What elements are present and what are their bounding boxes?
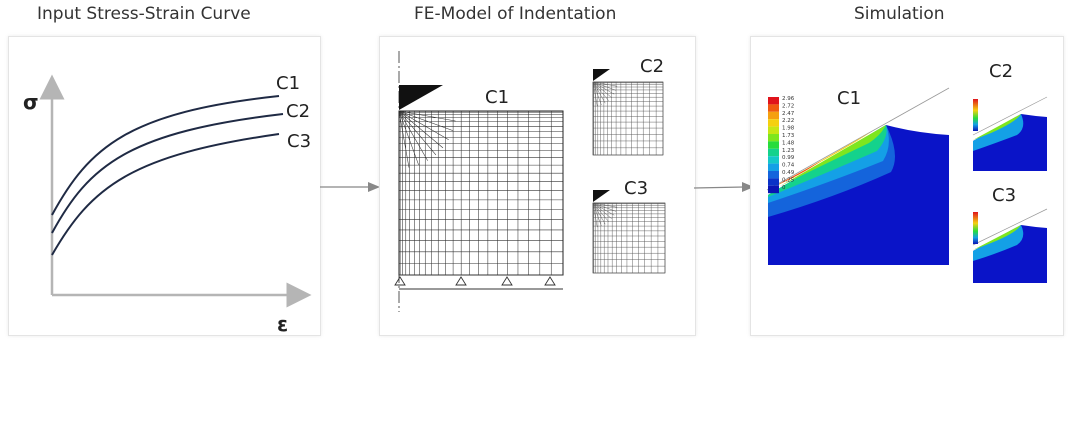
indenter-main xyxy=(399,85,443,110)
legend-swatch xyxy=(768,171,779,179)
legend-swatch xyxy=(768,126,779,134)
fe-mesh-main xyxy=(398,110,564,276)
curve-label-c3: C3 xyxy=(287,131,311,152)
legend-swatch xyxy=(768,119,779,127)
legend-value: 1.73 xyxy=(782,133,795,139)
legend-swatch xyxy=(768,141,779,149)
fe-mesh-c2 xyxy=(592,81,664,156)
curve-c1 xyxy=(51,95,280,216)
fe-supports xyxy=(394,276,556,286)
fe-mesh-c3 xyxy=(592,202,666,274)
legend-swatch xyxy=(768,148,779,157)
simulation-drawing: 2.962.72 2.472.22 1.981.731.48 1.230.99 0.74… xyxy=(766,61,1048,283)
sim-label-c1: C1 xyxy=(837,88,861,109)
curve-label-c1: C1 xyxy=(276,73,300,94)
legend-swatch xyxy=(768,163,779,171)
legend-value: 0.49 xyxy=(782,170,795,176)
title-input: Input Stress-Strain Curve xyxy=(37,4,251,24)
fe-model-drawing: C1 C2 C3 xyxy=(394,51,666,312)
legend-value: 0.74 xyxy=(782,163,795,169)
legend-value: 2.22 xyxy=(782,118,794,124)
fe-label-c2: C2 xyxy=(640,56,664,77)
panel-input-curve: σ ε C1 C2 C3 xyxy=(8,36,321,336)
fe-label-c1: C1 xyxy=(485,87,509,108)
curve-c2 xyxy=(51,113,284,234)
y-axis-label: σ xyxy=(23,90,39,114)
sim-label-c2: C2 xyxy=(989,61,1013,82)
legend-value: 1.23 xyxy=(782,148,795,154)
legend-value: 1.98 xyxy=(782,126,795,132)
legend-swatch xyxy=(768,185,779,194)
sim-body-main xyxy=(768,125,949,265)
legend-value: 2.72 xyxy=(782,103,794,109)
curve-label-c2: C2 xyxy=(286,101,310,122)
arrow-fe-to-sim xyxy=(694,182,754,192)
stress-strain-plot: σ ε C1 C2 C3 xyxy=(23,73,312,336)
legend-value: 1.48 xyxy=(782,140,795,146)
legend-swatch xyxy=(768,97,779,105)
contour-legend: 2.962.72 2.472.22 1.981.731.48 1.230.99 0.74… xyxy=(768,96,795,194)
legend-swatch xyxy=(768,178,779,186)
panel-fe-model: C1 C2 C3 xyxy=(379,36,696,336)
legend-value: 0 xyxy=(782,185,786,191)
title-simulation: Simulation xyxy=(854,4,945,24)
legend-value: 2.96 xyxy=(782,96,795,102)
fe-label-c3: C3 xyxy=(624,178,648,199)
legend-swatch xyxy=(768,111,779,120)
sim-label-c3: C3 xyxy=(992,185,1016,206)
x-axis-label: ε xyxy=(277,312,288,336)
legend-swatch xyxy=(768,134,779,142)
legend-value: 0.99 xyxy=(782,155,795,161)
legend-swatch xyxy=(768,104,779,112)
arrow-input-to-fe xyxy=(320,182,380,192)
legend-swatch xyxy=(768,156,779,164)
legend-value: 2.47 xyxy=(782,111,795,117)
curve-c3 xyxy=(51,133,280,256)
title-fe-model: FE-Model of Indentation xyxy=(414,4,617,24)
legend-value: 0.25 xyxy=(782,177,795,183)
